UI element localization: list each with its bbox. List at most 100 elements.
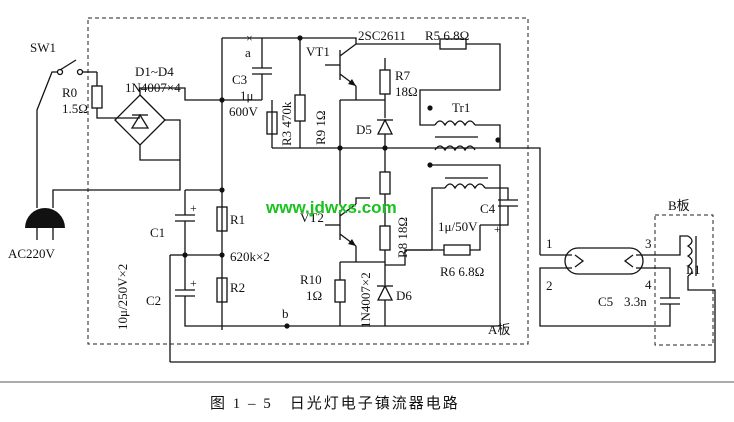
svg-text:+: + [190, 276, 197, 290]
c2-wire-bottom [184, 296, 222, 327]
d6-diode-symbol [376, 284, 394, 301]
vt1-transistor-symbol [325, 43, 357, 87]
ac-plug-symbol [25, 208, 65, 240]
plug-wire-left [36, 71, 58, 208]
pin3-wire [636, 250, 681, 256]
c5-value: 3.3n [624, 294, 647, 309]
r2-resistor-symbol [216, 277, 228, 303]
bridge-part: 1N4007×4 [125, 80, 181, 95]
fluorescent-tube-symbol [564, 247, 644, 275]
r7-resistor-symbol [379, 69, 391, 95]
c4-plus: + [494, 222, 501, 236]
r7-value: 18Ω [395, 84, 418, 99]
lamp-feed-wire [520, 147, 541, 255]
figure-caption: 图 1 – 5 日光灯电子镇流器电路 [210, 395, 460, 412]
c2-capacitor-symbol: + [175, 276, 197, 297]
vt2-transistor-symbol [325, 203, 357, 247]
bridge-negative-wire [139, 145, 180, 161]
r6-resistor-symbol [443, 244, 471, 256]
c3-value: 1μ [240, 88, 254, 103]
ac-label: AC220V [8, 246, 56, 261]
vt2-label: VT2 [300, 210, 324, 225]
r3-label: R3 470k [279, 101, 294, 146]
svg-text:+: + [190, 201, 197, 215]
vt1-label: VT1 [306, 44, 330, 59]
pin2-wire [539, 267, 652, 327]
c5-label: C5 [598, 294, 613, 309]
d6-label: D6 [396, 288, 412, 303]
tube-pin2-label: 2 [546, 278, 553, 293]
r6-feed [385, 249, 432, 266]
tr1-secondary-winding [444, 177, 488, 190]
c2-label: C2 [146, 293, 161, 308]
plug-wire-right [52, 160, 181, 208]
tube-pin4-label: 4 [645, 277, 652, 292]
board-a-outline [87, 17, 529, 345]
board-b-outline [654, 214, 714, 346]
pin4-wire [636, 267, 671, 290]
r5-wire-out [419, 43, 501, 118]
d5-diode-symbol [376, 118, 394, 135]
bridge-ac-wire [165, 119, 181, 160]
bridge-label: D1~D4 [135, 64, 174, 79]
r9-label: R9 1Ω [313, 110, 328, 145]
l1-label: L1 [686, 262, 700, 277]
r3-resistor-symbol [294, 94, 306, 122]
board-a-label: A板 [488, 322, 510, 337]
r1-r2-value: 620k×2 [230, 249, 270, 264]
midpoint-return-wire [170, 345, 716, 363]
bridge-positive-wire [139, 87, 222, 101]
node-b-dot [284, 323, 290, 329]
c1-capacitor-symbol: + [175, 201, 197, 222]
c1-c2-value: 10μ/250V×2 [115, 264, 130, 330]
r8-resistor-symbol [379, 225, 391, 251]
tube-pin1-label: 1 [546, 236, 553, 251]
tr1-transformer-symbol [427, 105, 501, 168]
c4-capacitor-symbol [498, 199, 518, 207]
junction-dot [297, 35, 303, 41]
r9-resistor-symbol [266, 111, 278, 135]
r0-label: R0 [62, 85, 77, 100]
l1-wire-top [679, 235, 688, 250]
c3-label: C3 [232, 72, 247, 87]
c3-voltage: 600V [229, 104, 259, 119]
c4-wire-top [485, 187, 509, 200]
r2-label: R2 [230, 280, 245, 295]
r10-value: 1Ω [306, 288, 322, 303]
c5-wire-bottom [652, 304, 671, 327]
board-b-label: B板 [668, 198, 690, 213]
bridge-rectifier-symbol [114, 94, 166, 146]
c4-label: C4 [480, 201, 496, 216]
r5-label: R5 6.8Ω [425, 28, 469, 43]
sw1-label: SW1 [30, 40, 56, 55]
secondary-return [430, 164, 501, 327]
r8-label: R8 18Ω [395, 217, 410, 258]
tr1-label: Tr1 [452, 100, 470, 115]
vt2-collector-wire [355, 197, 370, 204]
tube-pin3-label: 3 [645, 236, 652, 251]
vt1-part: 2SC2611 [358, 28, 406, 43]
lower-resistor-symbol [379, 171, 391, 195]
diode-pair-label: 1N4007×2 [358, 272, 373, 328]
c4-value: 1μ/50V [438, 219, 478, 234]
c4-wire-bottom [480, 206, 509, 226]
tr1-primary-out [475, 124, 501, 148]
sw1-switch-symbol [56, 59, 97, 76]
r0-resistor-symbol [91, 85, 103, 109]
r1-resistor-symbol [216, 206, 228, 232]
r7-label: R7 [395, 68, 411, 83]
node-a-label: a [245, 45, 251, 60]
r10-resistor-symbol [334, 279, 346, 303]
d5-label: D5 [356, 122, 372, 137]
tr1-primary-wire [419, 118, 435, 126]
node-b-label: b [282, 306, 289, 321]
c3-capacitor-symbol [252, 67, 272, 75]
r10-label: R10 [300, 272, 322, 287]
c5-capacitor-symbol [660, 297, 680, 305]
r0-value: 1.5Ω [62, 101, 88, 116]
secondary-wire [431, 187, 445, 250]
watermark: www.jdwxs.com [265, 198, 397, 217]
r6-wire-right [470, 225, 481, 251]
